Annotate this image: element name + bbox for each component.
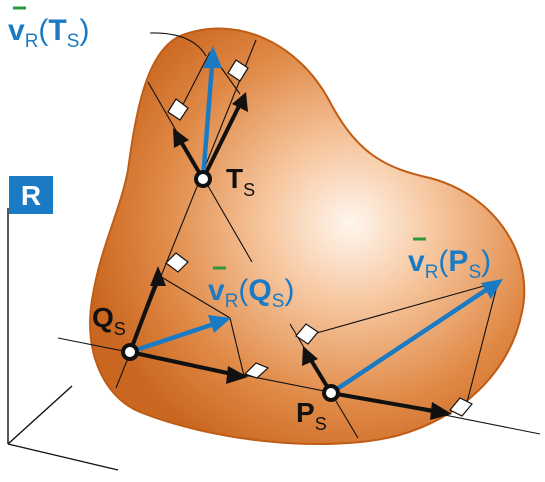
right-angle-marker bbox=[295, 323, 319, 345]
q-right-component-head bbox=[226, 366, 248, 384]
svg-text:vR(QS): vR(QS) bbox=[208, 274, 294, 312]
velocity-label-p: vR(PS) bbox=[408, 237, 491, 283]
vt-leader-curve bbox=[149, 32, 207, 57]
velocity-vector-t-head bbox=[203, 46, 222, 68]
reference-frame-axes bbox=[7, 208, 119, 471]
rigid-body bbox=[89, 27, 526, 446]
point-p bbox=[322, 384, 340, 402]
point-q-label: QS bbox=[92, 302, 126, 339]
vq-helper-right bbox=[229, 317, 245, 377]
velocity-vectors bbox=[129, 46, 503, 395]
right-angle-marker bbox=[165, 252, 189, 273]
q-right-component bbox=[129, 350, 233, 376]
right-angle-marker bbox=[227, 59, 249, 82]
t-up-component-head bbox=[232, 92, 248, 112]
svg-text:vR(PS): vR(PS) bbox=[408, 245, 491, 283]
vq-helper-top bbox=[157, 274, 231, 319]
velocity-vector-p-head bbox=[481, 279, 503, 299]
right-angle-marker bbox=[167, 98, 189, 121]
right-angle-marker bbox=[449, 397, 473, 417]
q-up-component bbox=[128, 277, 160, 353]
svg-text:vR(TS): vR(TS) bbox=[8, 14, 89, 52]
velocity-vector-q-head bbox=[208, 315, 231, 333]
p-right-component bbox=[330, 391, 435, 413]
body-points bbox=[121, 170, 340, 402]
velocity-vector-t bbox=[200, 65, 215, 180]
p-right-component-head bbox=[430, 402, 452, 420]
q-up-component-head bbox=[150, 266, 166, 286]
t-up-component bbox=[201, 103, 242, 180]
right-angle-markers bbox=[165, 59, 473, 417]
velocity-vector-q bbox=[129, 321, 215, 355]
frame-axis-horizontal bbox=[7, 443, 119, 471]
velocity-vector-p bbox=[329, 288, 488, 395]
vp-helper-right bbox=[463, 281, 499, 415]
velocity-label-t: vR(TS) bbox=[8, 6, 89, 52]
frame-tag-box bbox=[9, 176, 53, 214]
point-p-label: PS bbox=[296, 397, 327, 434]
p-left-component-head bbox=[302, 346, 318, 366]
velocity-label-q: vR(QS) bbox=[208, 266, 294, 312]
point-t bbox=[194, 170, 212, 188]
construction-lines bbox=[57, 32, 541, 439]
frame-axis-oblique bbox=[7, 385, 73, 445]
vp-helper-top bbox=[305, 281, 499, 337]
t-left-component-head bbox=[173, 128, 189, 148]
frame-tag-label: R bbox=[21, 180, 41, 211]
point-t-label: TS bbox=[226, 163, 255, 200]
point-q bbox=[121, 343, 139, 361]
right-angle-marker bbox=[243, 362, 270, 379]
frame-tag: R bbox=[9, 176, 53, 214]
